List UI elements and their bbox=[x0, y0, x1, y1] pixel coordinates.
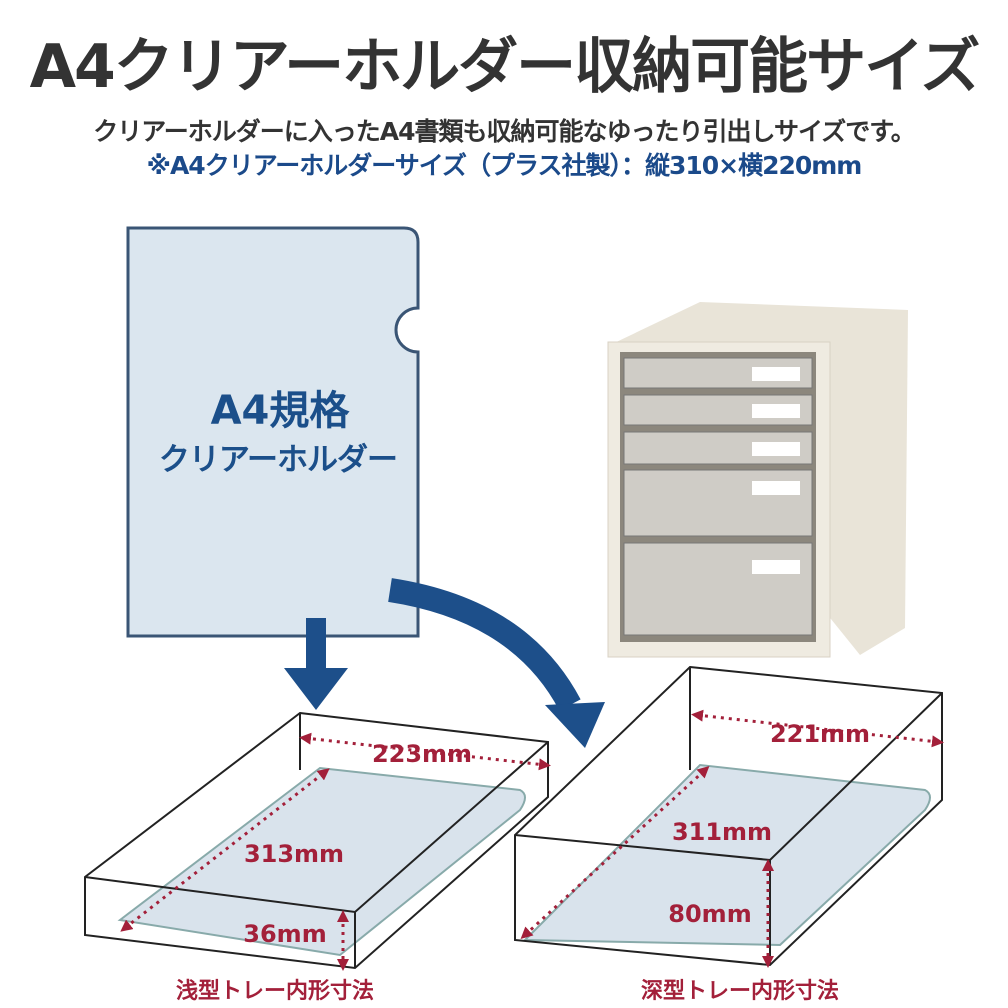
deep-height-label: 80mm bbox=[668, 900, 751, 928]
deep-depth-label: 311mm bbox=[672, 818, 772, 846]
curved-arrow-icon bbox=[388, 578, 605, 748]
size-note: ※A4クリアーホルダーサイズ（プラス社製）：縦310×横220mm bbox=[146, 151, 863, 180]
drawer-cabinet-image bbox=[607, 302, 908, 658]
shallow-height-label: 36mm bbox=[243, 920, 326, 948]
shallow-depth-label: 313mm bbox=[244, 840, 344, 868]
down-arrow-icon bbox=[284, 618, 348, 710]
page-title: A4クリアーホルダー収納可能サイズ bbox=[29, 32, 981, 102]
holder-label-1: A4規格 bbox=[211, 388, 351, 434]
clear-holder-illustration: A4規格 クリアーホルダー bbox=[126, 226, 420, 638]
deep-tray-caption: 深型トレー内形寸法 bbox=[641, 979, 839, 1004]
deep-width-label: 221mm bbox=[770, 720, 870, 748]
subtitle: クリアーホルダーに入ったA4書類も収納可能なゆったり引出しサイズです。 bbox=[93, 117, 916, 146]
shallow-width-label: 223mm bbox=[372, 740, 472, 768]
shallow-tray-caption: 浅型トレー内形寸法 bbox=[176, 979, 374, 1004]
holder-label-2: クリアーホルダー bbox=[159, 442, 397, 478]
